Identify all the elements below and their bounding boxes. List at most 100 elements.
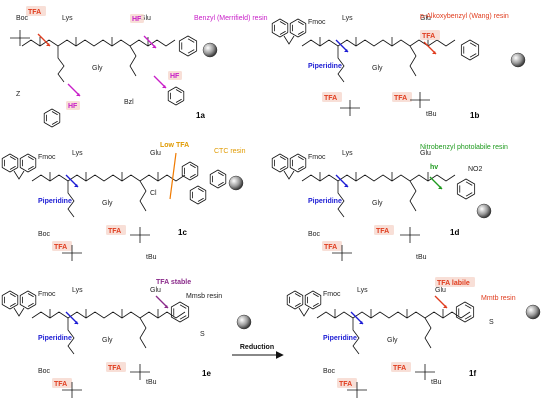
- resin-label: CTC resin: [214, 148, 246, 155]
- aromatic-bond: [189, 164, 196, 169]
- aromatic-bond: [279, 156, 286, 161]
- fluorene-ring-right: [289, 153, 307, 173]
- tfa-label-2: TFA: [324, 244, 337, 251]
- piperidine-label: Piperidine: [308, 63, 342, 70]
- residue-glu: Glu: [150, 150, 161, 157]
- boc-side-label: Boc: [38, 231, 51, 238]
- cleavage-arrowhead: [438, 186, 442, 189]
- fmoc-label: Fmoc: [38, 154, 56, 161]
- photolabile-bead: [476, 203, 492, 219]
- compound-label: 1e: [202, 369, 211, 378]
- hf-label-3: HF: [170, 73, 180, 80]
- wang-ring: [460, 39, 480, 61]
- residue-glu: Glu: [435, 287, 446, 294]
- low-tfa-label: Low TFA: [160, 142, 189, 149]
- tfa-labile-highlight: [435, 277, 475, 287]
- compound-label: 1f: [469, 369, 476, 378]
- piperidine-label: Piperidine: [38, 198, 72, 205]
- aromatic-bond: [464, 304, 472, 309]
- cleavage-arrowhead: [443, 305, 447, 308]
- boc-label: Boc: [16, 15, 29, 22]
- fmoc-label: Fmoc: [308, 19, 326, 26]
- lys-side-chain: [67, 318, 75, 355]
- tfa-label-2: TFA: [324, 95, 337, 102]
- residue-glu: Glu: [140, 15, 151, 22]
- cleavage-arrowhead: [152, 45, 156, 48]
- piperidine-label: Piperidine: [323, 335, 357, 342]
- fluorene-ring-right: [19, 153, 37, 173]
- tfa-highlight-3: [392, 92, 412, 102]
- tfa-label-2: TFA: [54, 381, 67, 388]
- fmoc-label: Fmoc: [323, 291, 341, 298]
- glu-side-chain: [409, 45, 417, 77]
- residue-glu: Glu: [150, 287, 161, 294]
- residue-gly: Gly: [102, 337, 113, 344]
- glu-side-chain: [129, 45, 137, 77]
- residue-lys: Lys: [342, 150, 353, 157]
- tfa-label-1: TFA: [422, 33, 435, 40]
- aromatic-bond: [294, 302, 301, 307]
- aromatic-bond: [469, 42, 477, 47]
- wang-bead: [510, 52, 526, 68]
- resin-label: Benzyl (Merrifield) resin: [194, 15, 268, 22]
- residue-lys: Lys: [62, 15, 73, 22]
- aromatic-bond: [27, 293, 34, 298]
- tfa-highlight-2: [322, 92, 342, 102]
- resin-label: Mmsb resin: [186, 293, 222, 300]
- tfa-stable-label: TFA stable: [156, 279, 191, 286]
- cleavage-arrowhead: [74, 184, 78, 187]
- peptide-backbone: [316, 311, 471, 319]
- tfa-highlight-2: [337, 378, 357, 388]
- benzyl-ring: [178, 35, 198, 57]
- lys-side-chain: [352, 318, 360, 355]
- aromatic-bond: [217, 172, 224, 177]
- resin-label: Mmtb resin: [481, 295, 516, 302]
- boc-side-label: Boc: [308, 231, 321, 238]
- z-label: Z: [16, 91, 21, 98]
- compound-label: 1c: [178, 228, 187, 237]
- lys-side-chain: [337, 181, 345, 218]
- piperidine-label: Piperidine: [38, 335, 72, 342]
- aromatic-bond: [9, 165, 16, 170]
- residue-gly: Gly: [372, 200, 383, 207]
- hf-highlight-1: [130, 14, 144, 23]
- reduction-arrow-group: Reduction: [232, 344, 284, 359]
- residue-glu: Glu: [420, 150, 431, 157]
- hf-highlight-2: [66, 101, 80, 110]
- aromatic-bond: [189, 173, 196, 178]
- aromatic-bond: [464, 315, 472, 320]
- hf-label-1: HF: [132, 16, 142, 23]
- aromatic-bond: [51, 111, 58, 116]
- aromatic-bond: [312, 302, 319, 307]
- trityl-ring-1: [181, 161, 199, 181]
- tfa-label-3: TFA: [108, 365, 121, 372]
- tfa-label-2: TFA: [54, 244, 67, 251]
- tfa-highlight-3: [106, 225, 126, 235]
- aromatic-bond: [175, 98, 182, 103]
- cleavage-arrowhead: [76, 93, 80, 96]
- glu-side-chain: [409, 180, 417, 212]
- tbu-label: tBu: [146, 254, 157, 261]
- aromatic-bond: [465, 192, 473, 197]
- tfa-highlight-3: [106, 362, 126, 372]
- lys-side-chain: [67, 181, 75, 218]
- fluorene-ring-right: [304, 290, 322, 310]
- boc-side-label: Boc: [323, 368, 336, 375]
- tbu-label: tBu: [416, 254, 427, 261]
- fluorene-five-ring: [13, 170, 25, 180]
- aromatic-bond: [217, 181, 224, 186]
- aromatic-bond: [179, 304, 187, 309]
- residue-lys: Lys: [72, 287, 83, 294]
- residue-lys: Lys: [72, 150, 83, 157]
- tbu-label: tBu: [431, 379, 442, 386]
- aromatic-bond: [9, 302, 16, 307]
- peptide-backbone: [301, 174, 456, 182]
- resin-label: Nitrobenzyl photolabile resin: [420, 144, 508, 151]
- mmsb-ring: [170, 301, 190, 323]
- tfa-highlight-2: [322, 241, 342, 251]
- lys-side-chain: [57, 46, 65, 83]
